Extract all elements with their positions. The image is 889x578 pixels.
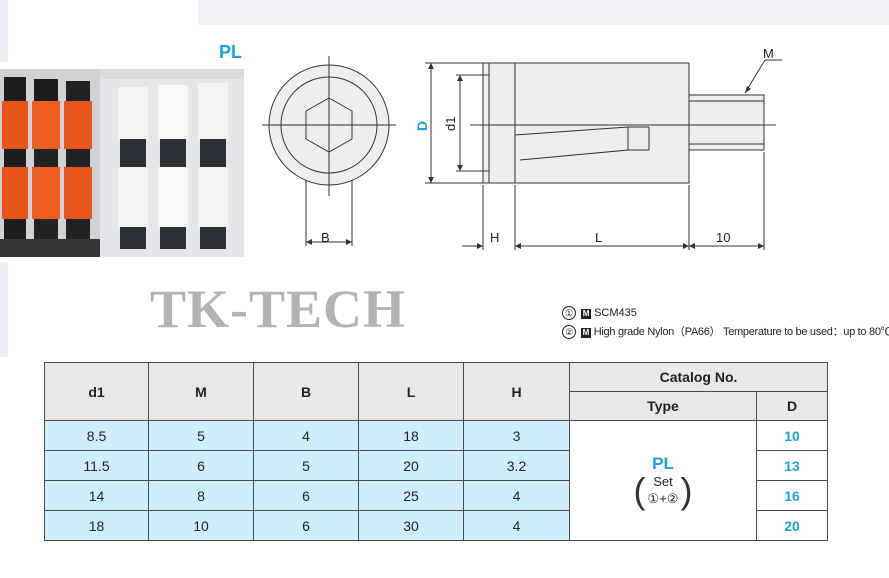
left-band xyxy=(0,0,8,62)
cell-b: 6 xyxy=(253,510,359,541)
table-row: 11.5 6 5 20 3.2 13 xyxy=(44,450,828,481)
cell-l: 18 xyxy=(358,420,464,451)
left-band-lower xyxy=(0,262,8,357)
cell-h: 3.2 xyxy=(463,450,570,481)
table-row: 18 10 6 30 4 20 xyxy=(44,510,828,541)
product-photo-graphic xyxy=(0,69,244,257)
table-row: 14 8 6 25 4 16 xyxy=(44,480,828,511)
cell-d: 16 xyxy=(756,480,828,511)
cell-m: 6 xyxy=(148,450,254,481)
type-combo: ①+② xyxy=(647,490,679,506)
cell-h: 3 xyxy=(463,420,570,451)
cell-b: 4 xyxy=(253,420,359,451)
cell-d1: 11.5 xyxy=(44,450,149,481)
dim-b-label: B xyxy=(321,230,330,245)
paren-right: ) xyxy=(680,469,693,511)
material-1-code: M xyxy=(581,309,592,319)
header-m: M xyxy=(148,362,254,421)
cell-m: 10 xyxy=(148,510,254,541)
type-set-group: ( Set ①+② ) xyxy=(634,471,693,509)
material-2-num: ② xyxy=(562,325,576,339)
material-2-text: High grade Nylon（PA66） Temperature to be… xyxy=(593,326,889,338)
cell-d: 20 xyxy=(756,510,828,541)
side-taper xyxy=(514,126,629,161)
dim-10-label: 10 xyxy=(716,230,730,245)
technical-drawing: B M H L 10 D d1 xyxy=(262,46,782,250)
cell-b: 6 xyxy=(253,480,359,511)
type-name: PL xyxy=(652,453,674,473)
header-b: B xyxy=(253,362,359,421)
watermark: TK-TECH xyxy=(150,279,407,339)
cell-b: 5 xyxy=(253,450,359,481)
header-h: H xyxy=(463,362,570,421)
cell-m: 5 xyxy=(148,420,254,451)
cell-m: 8 xyxy=(148,480,254,511)
side-body xyxy=(514,62,690,184)
cell-d1: 14 xyxy=(44,480,149,511)
header-d1: d1 xyxy=(44,362,149,421)
spec-table: d1 M B L H Catalog No. Type D 8.5 5 4 18… xyxy=(44,362,828,541)
cell-l: 25 xyxy=(358,480,464,511)
dim-d1-label: d1 xyxy=(443,117,458,131)
cell-d1: 8.5 xyxy=(44,420,149,451)
type-cell: PL ( Set ①+② ) xyxy=(569,420,757,541)
side-thread xyxy=(688,94,765,151)
paren-left: ( xyxy=(633,469,646,511)
cell-d: 10 xyxy=(756,420,828,451)
dim-h-label: H xyxy=(490,230,499,245)
material-1-num: ① xyxy=(562,306,576,320)
cell-d1: 18 xyxy=(44,510,149,541)
header-d: D xyxy=(756,391,828,421)
cell-d: 13 xyxy=(756,450,828,481)
m-leader xyxy=(744,59,782,94)
dim-m-label: M xyxy=(763,46,774,61)
cell-l: 20 xyxy=(358,450,464,481)
dim-d-label: D xyxy=(414,121,430,131)
product-title: PL xyxy=(219,42,243,62)
header-catalog: Catalog No. xyxy=(569,362,828,392)
material-1-text: SCM435 xyxy=(594,307,637,319)
header-type: Type xyxy=(569,391,757,421)
header-l: L xyxy=(358,362,464,421)
cell-h: 4 xyxy=(463,480,570,511)
product-photo xyxy=(0,69,244,257)
dim-l-label: L xyxy=(595,230,602,245)
type-set: Set xyxy=(653,473,673,489)
table-row: 8.5 5 4 18 3 PL ( Set ①+② ) 10 xyxy=(44,420,828,541)
material-2-code: M xyxy=(580,328,591,338)
cell-l: 30 xyxy=(358,510,464,541)
cell-h: 4 xyxy=(463,510,570,541)
top-band xyxy=(198,0,889,25)
